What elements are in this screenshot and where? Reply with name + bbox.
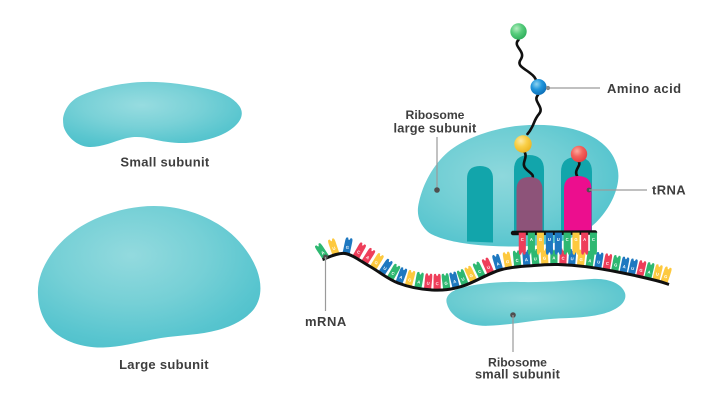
- svg-text:Large subunit: Large subunit: [119, 357, 209, 372]
- svg-text:U: U: [597, 259, 601, 264]
- svg-text:Ribosome: Ribosome: [406, 108, 465, 122]
- svg-text:G: G: [543, 256, 547, 261]
- svg-text:A: A: [588, 258, 592, 263]
- svg-text:A: A: [496, 261, 500, 267]
- svg-text:Ribosome: Ribosome: [488, 356, 547, 370]
- svg-text:G: G: [444, 280, 448, 285]
- svg-text:Amino acid: Amino acid: [607, 81, 682, 96]
- svg-text:C: C: [356, 249, 361, 255]
- svg-text:U: U: [534, 256, 537, 261]
- svg-text:C: C: [436, 281, 439, 286]
- svg-text:A: A: [647, 269, 651, 275]
- svg-text:U: U: [548, 237, 551, 242]
- svg-text:G: G: [663, 274, 668, 280]
- svg-text:G: G: [469, 273, 474, 279]
- svg-text:A: A: [530, 237, 533, 242]
- svg-text:G: G: [639, 267, 643, 273]
- svg-text:A: A: [365, 255, 370, 261]
- svg-text:C: C: [561, 256, 564, 261]
- svg-text:A: A: [453, 279, 457, 285]
- svg-text:G: G: [408, 277, 412, 283]
- svg-text:C: C: [390, 271, 395, 277]
- svg-text:U: U: [631, 266, 635, 272]
- svg-text:A: A: [583, 237, 586, 242]
- svg-text:A: A: [417, 279, 421, 284]
- svg-text:U: U: [332, 245, 336, 251]
- svg-text:small subunit: small subunit: [475, 367, 561, 382]
- svg-text:A: A: [399, 274, 404, 280]
- svg-text:C: C: [521, 237, 524, 242]
- svg-text:C: C: [477, 269, 482, 275]
- svg-text:U: U: [426, 281, 429, 286]
- svg-text:G: G: [574, 237, 577, 242]
- svg-text:tRNA: tRNA: [652, 183, 686, 198]
- svg-text:Small subunit: Small subunit: [120, 155, 210, 170]
- svg-text:G: G: [614, 262, 618, 268]
- svg-text:G: G: [539, 237, 542, 242]
- svg-text:A: A: [552, 255, 555, 260]
- svg-text:U: U: [486, 265, 491, 271]
- svg-text:G: G: [374, 260, 379, 266]
- svg-text:U: U: [461, 276, 466, 282]
- svg-text:G: G: [579, 257, 583, 262]
- svg-text:U: U: [382, 265, 387, 271]
- svg-text:C: C: [592, 237, 595, 242]
- svg-text:mRNA: mRNA: [305, 314, 347, 329]
- svg-text:U: U: [655, 271, 659, 277]
- svg-text:G: G: [345, 245, 349, 251]
- svg-text:A: A: [622, 264, 626, 270]
- svg-text:large subunit: large subunit: [394, 121, 477, 136]
- svg-text:C: C: [566, 237, 569, 242]
- svg-text:G: G: [506, 259, 510, 264]
- svg-text:C: C: [605, 261, 609, 266]
- svg-text:A: A: [525, 257, 528, 262]
- svg-text:U: U: [557, 237, 560, 242]
- svg-text:A: A: [320, 250, 325, 256]
- svg-text:C: C: [515, 258, 519, 263]
- svg-text:U: U: [570, 256, 573, 261]
